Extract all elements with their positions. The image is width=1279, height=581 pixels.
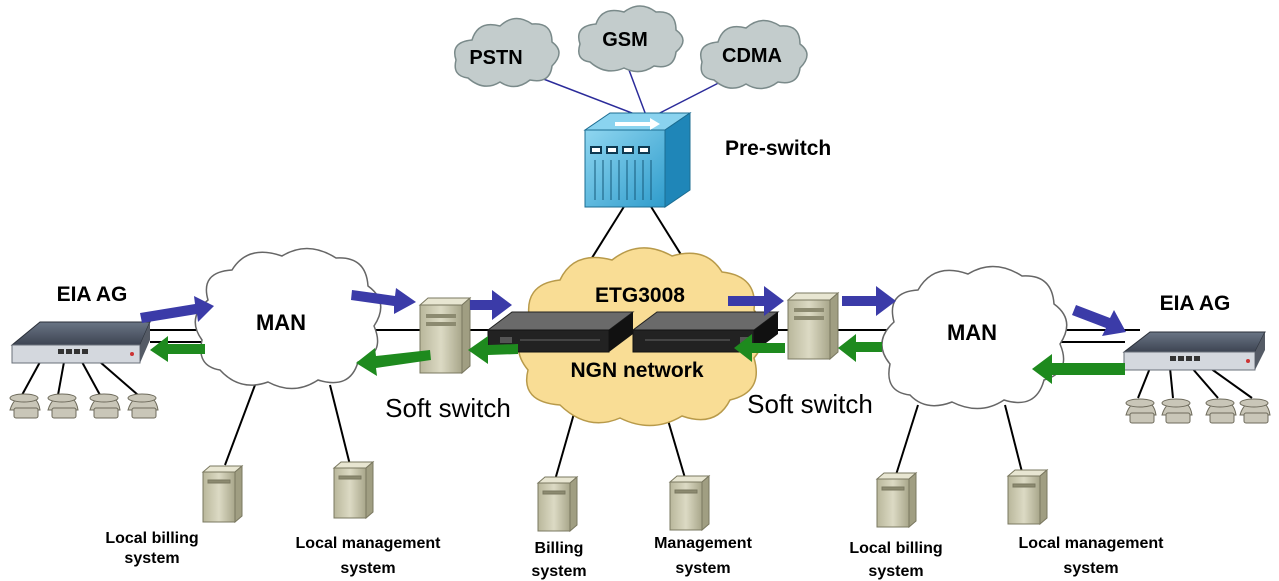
- green-arrow-icon: [838, 334, 882, 362]
- etg3008-label: ETG3008: [595, 284, 685, 307]
- server-label: Local management: [1019, 535, 1165, 552]
- blue-arrow-icon: [842, 286, 896, 316]
- green-arrow-icon: [1032, 354, 1125, 384]
- blue-arrow-icon: [470, 290, 512, 320]
- cloud-label: CDMA: [722, 45, 782, 67]
- blue-arrow-icon: [1072, 305, 1126, 336]
- server-label: Local management: [296, 535, 442, 552]
- phone-icon: [1161, 398, 1193, 424]
- blue-arrow-icon: [728, 286, 784, 316]
- man-label: MAN: [947, 320, 997, 345]
- phone-icon: [9, 393, 41, 419]
- soft-switch-label: Soft switch: [747, 389, 873, 419]
- server-icon: [668, 474, 711, 532]
- server-label: Billing: [535, 540, 584, 557]
- cloud-pstn: PSTN: [454, 17, 560, 88]
- pre-switch-label: Pre-switch: [725, 137, 831, 160]
- server-icon: [1006, 468, 1049, 526]
- cloud-cdma: CDMA: [700, 19, 808, 90]
- blue-arrow-icon: [140, 296, 214, 323]
- phone-icon: [1205, 398, 1237, 424]
- eia-ag-device-right: [1122, 331, 1266, 371]
- green-arrow-icon: [150, 336, 205, 362]
- eia-ag-device-left: [10, 321, 151, 364]
- server-label: system: [675, 560, 730, 577]
- eia-ag-label: EIA AG: [1160, 292, 1231, 315]
- server-icon: [536, 475, 579, 533]
- server-label: system: [868, 563, 923, 580]
- ngn-network-label: NGN network: [570, 359, 703, 382]
- phone-icons-right: [1125, 398, 1271, 424]
- man-cloud-right: MAN: [881, 265, 1068, 410]
- cloud-label: GSM: [602, 29, 648, 51]
- green-arrow-icon: [468, 336, 518, 364]
- etg3008-device-right: [631, 311, 780, 353]
- eia-ag-label: EIA AG: [57, 283, 128, 306]
- green-arrow-icon: [356, 348, 431, 376]
- phone-icon: [1125, 398, 1157, 424]
- server-icon: [875, 471, 918, 529]
- phone-icon: [89, 393, 121, 419]
- man-cloud-left: MAN: [194, 247, 382, 390]
- server-label: system: [124, 550, 179, 567]
- green-arrow-icon: [734, 334, 785, 362]
- server-label: Local billing: [849, 540, 942, 557]
- phone-icon: [1239, 398, 1271, 424]
- etg3008-device-left: [486, 311, 635, 353]
- man-label: MAN: [256, 310, 306, 335]
- phone-icon: [47, 393, 79, 419]
- phone-icons-left: [9, 393, 159, 419]
- phone-icon: [127, 393, 159, 419]
- server-label: system: [1063, 560, 1118, 577]
- server-icon: [201, 464, 244, 524]
- server-label: system: [531, 563, 586, 580]
- server-icon: [332, 460, 375, 520]
- server-label: Management: [654, 535, 752, 552]
- server-label: system: [340, 560, 395, 577]
- soft-switch-server-right: [786, 291, 840, 361]
- soft-switch-server-left: [418, 296, 472, 375]
- blue-arrow-icon: [351, 288, 416, 314]
- pre-switch-icon: [583, 112, 692, 208]
- server-label: Local billing: [105, 530, 198, 547]
- cloud-gsm: GSM: [578, 5, 684, 73]
- soft-switch-label: Soft switch: [385, 393, 511, 423]
- cloud-label: PSTN: [469, 47, 522, 69]
